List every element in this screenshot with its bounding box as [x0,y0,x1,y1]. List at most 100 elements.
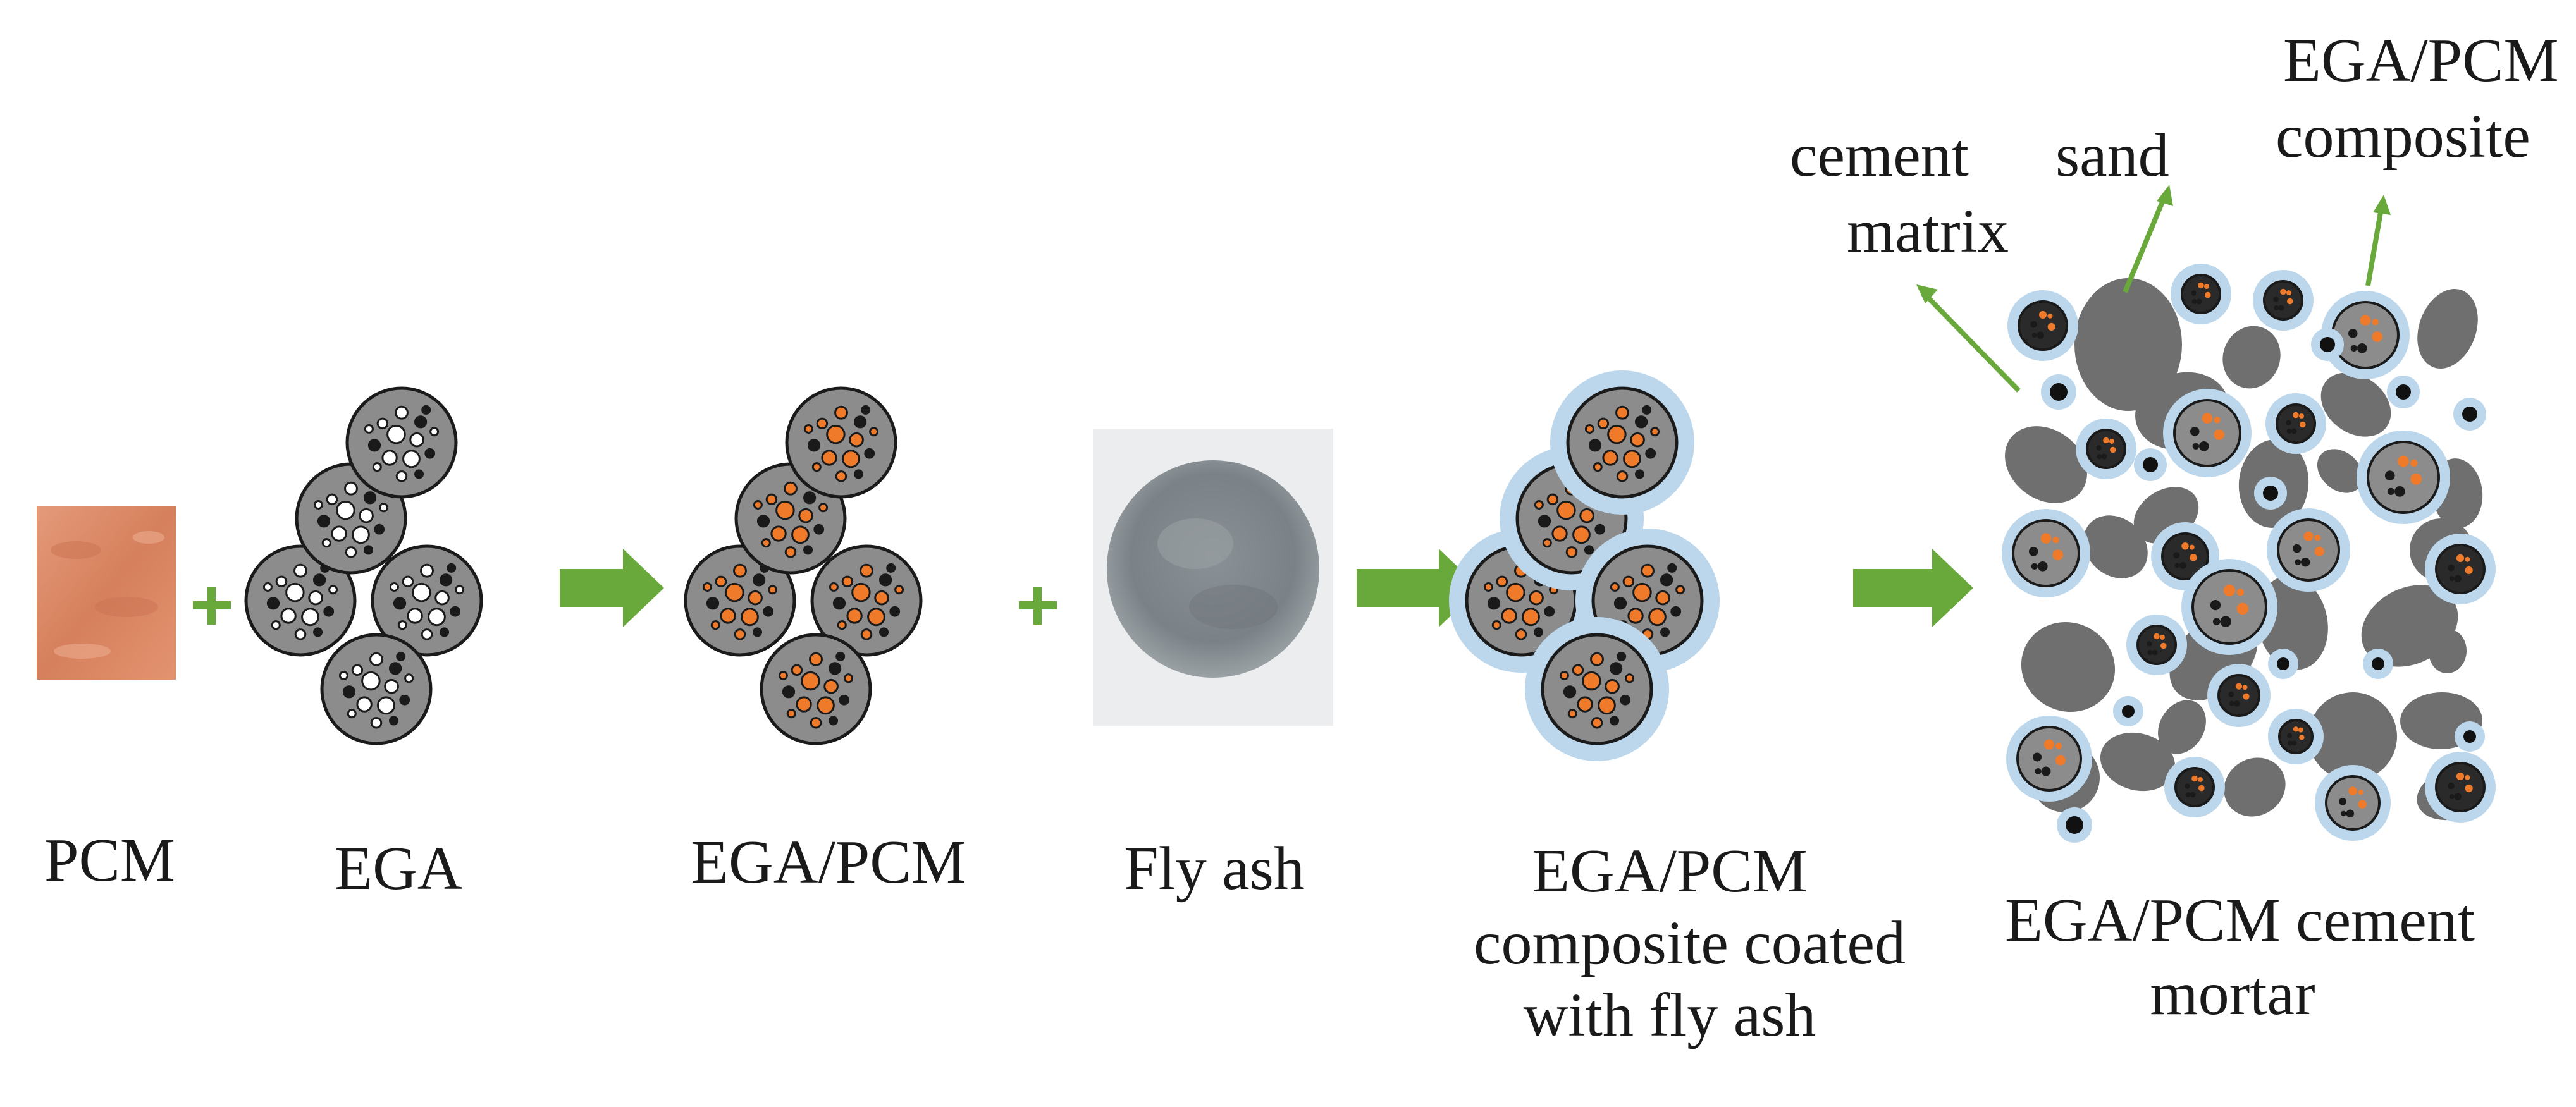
pore [791,525,810,544]
pore [2358,790,2363,795]
dot-core [2143,457,2158,472]
pore [839,694,850,706]
pore [421,405,431,415]
pore [1501,608,1517,624]
pore [407,608,423,624]
particle-body [2173,399,2241,467]
mortar-composite-particle [2164,757,2225,817]
pore [1542,538,1552,548]
cement-matrix-annotation-line2: matrix [1847,197,2009,266]
pore [326,493,338,506]
pore [2454,793,2462,800]
pore [421,628,433,640]
fly-ash-dot [2453,398,2486,431]
pore [2243,693,2250,700]
pore [2278,305,2284,311]
pore [1565,546,1578,558]
pore [2198,777,2203,782]
pore [702,582,712,592]
pore [301,608,319,627]
mortar-composite-particle [2007,290,2078,361]
particle-body [2277,518,2340,582]
pore [1617,651,1627,661]
cement-mortar-illustration [2002,264,2496,843]
pore [1648,608,1667,627]
pore [386,424,406,444]
pore [395,405,409,420]
pore [2348,786,2357,795]
pore [786,709,796,719]
pore [1487,597,1501,610]
pore [1607,424,1627,444]
pore [2030,321,2037,328]
pore [1590,652,1604,666]
particle-body [2161,532,2209,580]
particle-body [2331,301,2400,369]
pore [1675,585,1685,595]
pore [842,450,860,468]
pore [440,627,450,637]
pore [811,462,822,472]
pore [756,515,770,528]
pore [317,515,331,528]
pore [803,424,813,434]
pore [809,652,823,666]
pore [1496,575,1508,588]
ega-pcm-label: EGA/PCM [691,828,966,896]
sand-grain [2005,426,2087,503]
pore [393,597,407,610]
pore [1506,582,1525,602]
pore [1625,673,1635,683]
pore [2358,800,2367,809]
pore [834,405,848,420]
pore [2357,343,2367,353]
particle-body [2018,300,2068,351]
pore [765,493,778,506]
fly-ash-dot [2363,649,2393,679]
pore [801,671,820,691]
pore [266,597,280,610]
pore [1641,563,1655,578]
mortar-label-line2: mortar [2150,960,2315,1028]
pore [1645,448,1656,459]
pore [2038,310,2047,319]
composite-annotation-line2: composite [2276,102,2530,171]
pcm-swatch [37,506,176,680]
particle [320,633,433,745]
pore [854,415,867,429]
pore [2454,575,2462,582]
pore [352,525,370,544]
pore [706,597,720,610]
pore [778,671,788,680]
pore [2448,564,2455,572]
pore [434,590,450,606]
mortar-composite-particle [2265,393,2326,454]
pore [1635,415,1648,429]
pore [364,491,377,505]
pore [2286,429,2292,434]
sand-grain [2222,326,2281,389]
pore [2303,531,2314,542]
pore [1544,606,1555,617]
pore [345,546,357,558]
pore [1579,508,1594,523]
sand-grain [2074,278,2182,411]
pore [2348,329,2358,338]
pore [2031,333,2037,338]
sand-grain [2083,515,2148,578]
pore [2298,727,2303,733]
pore [768,585,778,595]
mortar-composite-particle [2002,509,2090,597]
pore [2293,412,2299,419]
pore [829,716,839,726]
particle [244,544,357,657]
pore [791,664,803,676]
pore [841,575,854,588]
pore [823,678,839,694]
pore [1551,525,1568,542]
pore [2205,291,2211,298]
pore [741,608,759,627]
sand-grain [2021,622,2116,712]
pore [2341,810,2346,817]
sand-grain [2100,732,2176,792]
